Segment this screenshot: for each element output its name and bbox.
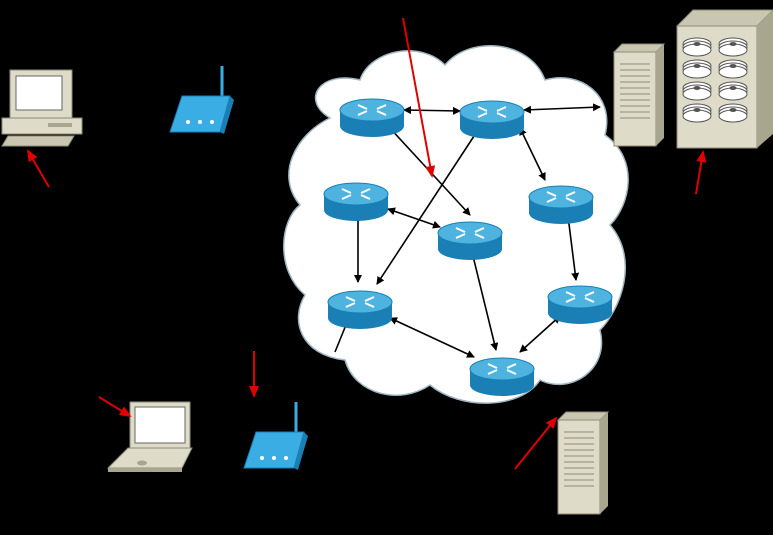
annotation-arrow [514,416,558,470]
router-icon[interactable] [327,290,393,329]
router-icon[interactable] [437,221,503,260]
storage-server-icon[interactable] [675,9,773,149]
annotation-arrow [402,17,436,178]
wireless-access-point-icon[interactable] [169,66,234,134]
network-link [519,315,561,353]
annotation-arrows [26,17,707,470]
router-icon[interactable] [339,98,405,137]
laptop-icon[interactable] [106,401,193,472]
wireless-access-point-icon[interactable] [243,402,308,470]
network-link [387,207,441,229]
network-link [389,317,475,358]
network-link [564,215,580,281]
server-tower-icon[interactable] [556,411,610,515]
network-link [403,106,461,115]
network-link [523,103,601,114]
router-icon[interactable] [547,285,613,324]
network-link [469,251,499,351]
router-icon[interactable] [528,185,594,224]
routers-layer [323,98,613,396]
router-icon[interactable] [323,182,389,221]
desktop-computer-icon[interactable] [1,69,83,147]
router-icon[interactable] [459,100,525,139]
network-link [519,127,546,181]
annotation-arrow [26,149,50,188]
router-icon[interactable] [469,357,535,396]
annotation-arrow [98,396,132,418]
annotation-arrow [695,150,707,195]
server-tower-icon[interactable] [612,43,666,147]
